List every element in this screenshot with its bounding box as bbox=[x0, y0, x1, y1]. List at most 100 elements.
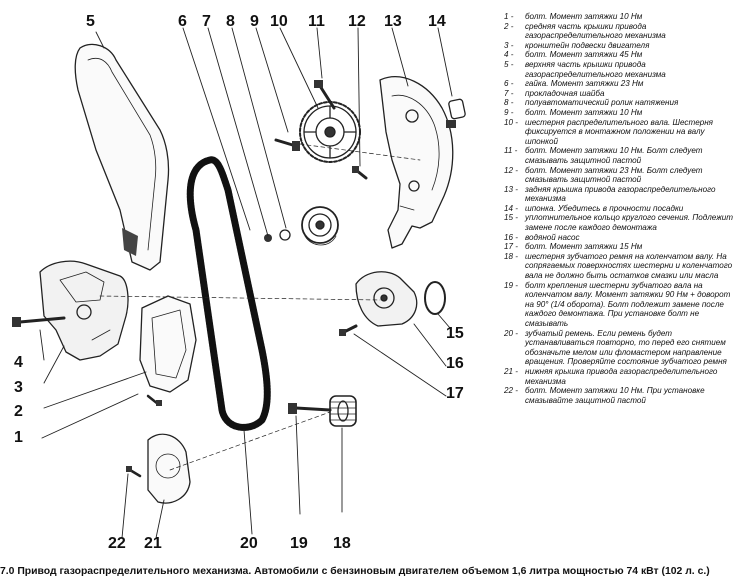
bolt-4 bbox=[12, 316, 66, 327]
legend-number: 2 - bbox=[504, 21, 514, 31]
figure-caption: 7.0 Привод газораспределительного механи… bbox=[0, 566, 710, 577]
lower-timing-cover bbox=[147, 433, 191, 504]
legend-text: водяной насос bbox=[525, 232, 580, 242]
legend-item: 2 - средняя часть крышки привода газорасп… bbox=[504, 22, 736, 41]
callout-16: 16 bbox=[446, 355, 464, 372]
legend-number: 4 - bbox=[504, 50, 514, 60]
legend-text: болт. Момент затяжки 10 Нм bbox=[525, 12, 643, 21]
legend-number: 21 - bbox=[504, 366, 518, 376]
crankshaft-gear bbox=[329, 395, 357, 427]
callout-1: 1 bbox=[14, 429, 23, 446]
callout-6: 6 bbox=[178, 13, 187, 30]
legend-number: 11 - bbox=[504, 146, 518, 156]
legend-item: 4 - болт. Момент затяжки 45 Нм bbox=[504, 50, 736, 60]
middle-timing-cover bbox=[139, 295, 197, 393]
washer bbox=[279, 229, 291, 241]
legend-text: болт. Момент затяжки 10 Нм. Болт следует… bbox=[525, 146, 703, 165]
legend-number: 6 - bbox=[504, 79, 514, 89]
parts-legend: 1 - болт. Момент затяжки 10 Нм 2 - средняя… bbox=[504, 12, 736, 405]
legend-text: болт. Момент затяжки 10 Нм. При установк… bbox=[525, 386, 705, 405]
legend-item: 3 -кронштейн подвески двигателя bbox=[504, 41, 736, 51]
legend-item: 14 - шпонка. Убедитесь в прочности посадк… bbox=[504, 204, 736, 214]
legend-text: болт. Момент затяжки 45 Нм bbox=[525, 50, 643, 60]
nut bbox=[264, 234, 272, 242]
legend-item: 6 - гайка. Момент затяжки 23 Нм bbox=[504, 79, 736, 89]
legend-item: 15 - уплотнительное кольцо круглого сечен… bbox=[504, 213, 736, 232]
legend-number: 14 - bbox=[504, 203, 518, 213]
legend-text: болт. Момент затяжки 23 Нм. Болт следует… bbox=[525, 165, 703, 185]
legend-number: 8 - bbox=[504, 98, 514, 108]
legend-text: прокладочная шайба bbox=[525, 88, 605, 98]
callout-21: 21 bbox=[144, 535, 162, 552]
bolt-1 bbox=[146, 394, 162, 406]
legend-item: 11 - болт. Момент затяжки 10 Нм. Болт сле… bbox=[504, 146, 736, 165]
legend-number: 15 - bbox=[504, 213, 518, 223]
legend-text: зубчатый ремень. Если ремень будет устан… bbox=[525, 328, 727, 367]
callout-13: 13 bbox=[384, 13, 402, 30]
bolt-12 bbox=[352, 166, 368, 180]
bolt-11 bbox=[314, 80, 336, 110]
bolt-22 bbox=[126, 466, 142, 478]
legend-number: 13 - bbox=[504, 184, 518, 194]
crankshaft-bolt bbox=[288, 403, 332, 414]
legend-text: болт. Момент затяжки 10 Нм bbox=[525, 107, 643, 117]
legend-item: 22 - болт. Момент затяжки 10 Нм. При уста… bbox=[504, 386, 736, 405]
callout-5: 5 bbox=[86, 13, 95, 30]
legend-number: 20 - bbox=[504, 328, 518, 338]
rear-timing-cover bbox=[379, 76, 454, 249]
legend-number: 18 - bbox=[504, 251, 518, 261]
legend-item: 19 -болт крепления шестерни зубчатого ва… bbox=[504, 281, 736, 329]
callout-3: 3 bbox=[14, 379, 23, 396]
callout-20: 20 bbox=[240, 535, 258, 552]
legend-item: 20 - зубчатый ремень. Если ремень будет у… bbox=[504, 329, 736, 367]
legend-number: 3 - bbox=[504, 40, 514, 50]
callout-4: 4 bbox=[14, 354, 23, 371]
legend-item: 21 - нижняя крышка привода газораспредели… bbox=[504, 367, 736, 386]
legend-number: 19 - bbox=[504, 280, 518, 290]
water-pump bbox=[355, 271, 418, 327]
callout-15: 15 bbox=[446, 325, 464, 342]
callout-22: 22 bbox=[108, 535, 126, 552]
legend-text: шестерня зубчатого ремня на коленчатом в… bbox=[525, 251, 733, 281]
legend-number: 5 - bbox=[504, 59, 514, 69]
legend-text: задняя крышка привода газораспределитель… bbox=[525, 184, 716, 204]
camshaft-sprocket bbox=[299, 101, 361, 163]
callout-14: 14 bbox=[428, 13, 446, 30]
bolt-9 bbox=[274, 138, 300, 151]
legend-number: 16 - bbox=[504, 232, 518, 242]
callout-8: 8 bbox=[226, 13, 235, 30]
toothed-belt bbox=[186, 156, 271, 431]
legend-text: шестерня распределительного вала. Шестер… bbox=[525, 117, 713, 146]
legend-item: 9 - болт. Момент затяжки 10 Нм bbox=[504, 108, 736, 118]
legend-item: 16 - водяной насос bbox=[504, 233, 736, 243]
callout-11: 11 bbox=[308, 13, 325, 30]
legend-item: 18 - шестерня зубчатого ремня на коленчат… bbox=[504, 252, 736, 281]
legend-number: 22 - bbox=[504, 386, 518, 396]
legend-text: уплотнительное кольцо круглого сечения. … bbox=[525, 213, 734, 233]
legend-text: гайка. Момент затяжки 23 Нм bbox=[525, 79, 644, 89]
o-ring bbox=[424, 281, 446, 315]
callout-7: 7 bbox=[202, 13, 211, 30]
legend-item: 7 -прокладочная шайба bbox=[504, 89, 736, 99]
tensioner-roller bbox=[301, 206, 339, 246]
legend-item: 13 - задняя крышка привода газораспредели… bbox=[504, 185, 736, 204]
legend-item: 5 - верхняя часть крышки привода газорасп… bbox=[504, 60, 736, 79]
bolt-17 bbox=[339, 324, 358, 336]
legend-item: 8 - полуавтоматический ролик натяжения bbox=[504, 98, 736, 108]
legend-text: средняя часть крышки привода газораспред… bbox=[525, 21, 666, 41]
upper-timing-cover bbox=[74, 43, 170, 271]
legend-text: шпонка. Убедитесь в прочности посадки bbox=[525, 203, 684, 213]
legend-number: 1 - bbox=[504, 12, 514, 21]
callout-2: 2 bbox=[14, 403, 23, 420]
key bbox=[448, 98, 466, 120]
engine-mount-bracket bbox=[39, 260, 129, 361]
timing-drive-exploded-diagram bbox=[12, 27, 466, 539]
callout-17: 17 bbox=[446, 385, 464, 402]
legend-item: 10 -шестерня распределительного вала. Ше… bbox=[504, 118, 736, 147]
legend-number: 9 - bbox=[504, 107, 514, 117]
legend-number: 17 - bbox=[504, 242, 518, 252]
legend-text: верхняя часть крышки привода газораспред… bbox=[525, 59, 666, 79]
legend-item: 17 -болт. Момент затяжки 15 Нм bbox=[504, 242, 736, 252]
legend-text: нижняя крышка привода газораспределитель… bbox=[525, 366, 718, 386]
legend-text: полуавтоматический ролик натяжения bbox=[525, 98, 679, 108]
